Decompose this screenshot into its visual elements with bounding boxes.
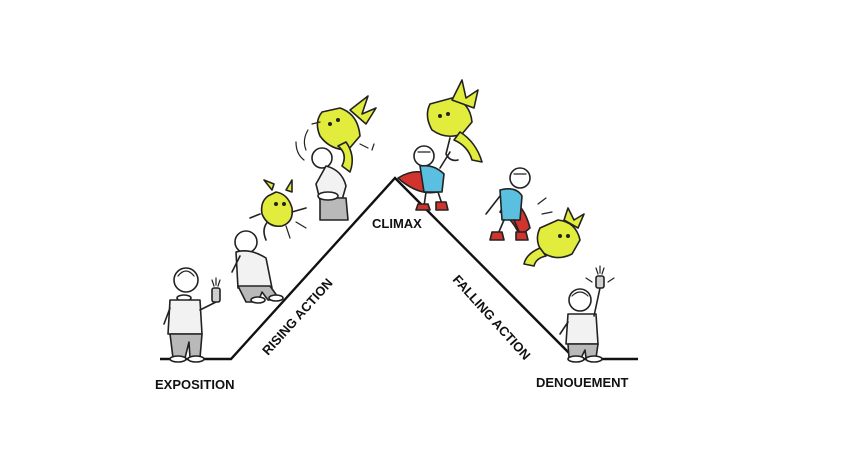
falling-action-label: FALLING ACTION: [450, 272, 534, 363]
denouement-label: DENOUEMENT: [536, 375, 629, 390]
climax-dragon-figure: [426, 79, 483, 163]
exposition-man-figure: [163, 267, 221, 363]
carried-man-figure: [295, 129, 349, 221]
falling-hero-figure: [485, 167, 553, 241]
falling-dragon-figure: [523, 207, 585, 267]
rising-big-dragon-figure: [311, 95, 377, 173]
denouement-man-figure: [559, 265, 615, 363]
rising-man-figure: [231, 217, 284, 304]
exposition-label: EXPOSITION: [155, 377, 234, 392]
climax-label: CLIMAX: [372, 216, 422, 231]
rising-small-dragon-figure: [249, 179, 307, 239]
climax-hero-figure: [397, 145, 451, 211]
